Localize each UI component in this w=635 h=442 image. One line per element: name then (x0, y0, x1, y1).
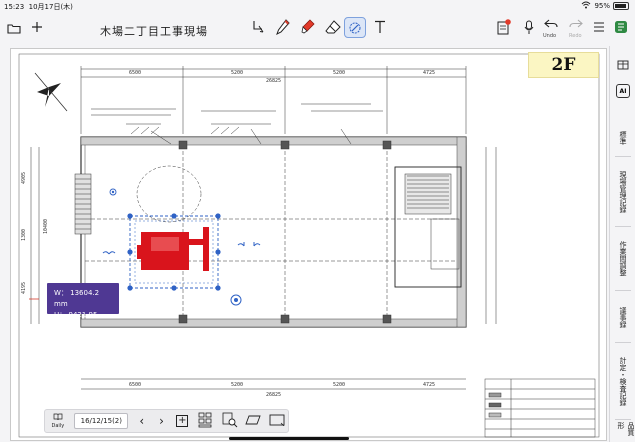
dim-text-top-total: 26825 (266, 78, 281, 84)
book-icon (53, 413, 63, 423)
attachment-alert-icon[interactable] (496, 18, 512, 36)
add-page-label: + (176, 415, 189, 427)
tab-inspection-records[interactable]: 計定・検査記録 (610, 346, 635, 416)
daily-button[interactable]: Daily (45, 410, 71, 432)
fit-page-button[interactable] (266, 410, 288, 432)
dim-text-top-4: 4725 (423, 70, 435, 76)
tab-quality-label: 品質形 (617, 422, 635, 436)
dim-text-bottom-2: 5200 (231, 382, 243, 388)
daily-label: Daily (51, 423, 65, 429)
lasso-select-icon[interactable] (250, 19, 266, 35)
sidebar-divider (615, 290, 631, 291)
redo-icon[interactable] (565, 17, 587, 31)
dim-text-left-1: 4905 (21, 172, 27, 184)
document-title: 木場二丁目工事現場 (100, 25, 208, 38)
floor-badge: 2F (528, 52, 599, 78)
status-time: 15:23 10月17日(木) (4, 3, 73, 11)
measure-tool-icon[interactable] (344, 17, 366, 38)
north-arrow-icon (34, 72, 68, 112)
prev-page-button[interactable]: ‹ (139, 414, 145, 428)
rectangle-icon (269, 414, 285, 428)
rotate-arrows-icon (102, 242, 261, 255)
undo-icon[interactable] (540, 17, 562, 31)
tab-site-records[interactable]: 現場管理記録 (610, 162, 635, 222)
target-marker-small-icon (109, 188, 117, 196)
app-switch-icon[interactable] (613, 20, 629, 34)
shape-tool-button[interactable] (241, 410, 267, 432)
sidebar-divider (615, 156, 631, 157)
measure-width: W： 13604.2 mm (54, 289, 100, 308)
red-annotation-shape (137, 227, 209, 271)
redo-label: Redo (569, 33, 582, 39)
microphone-icon[interactable] (522, 18, 536, 36)
dim-text-bottom-total: 26825 (266, 392, 281, 398)
sidebar-divider (615, 226, 631, 227)
tab-minutes-label: 議事録 (619, 306, 627, 328)
tab-standard-label: 標準 (619, 131, 627, 145)
date-selector[interactable]: 16/12/15(2) (71, 410, 132, 432)
dim-text-top-2: 5200 (231, 70, 243, 76)
page-search-button[interactable] (219, 410, 241, 432)
thumbnails-icon (198, 412, 214, 430)
selection-handles (127, 213, 221, 291)
page-nav-bar: Daily 16/12/15(2) ‹ › + (44, 409, 289, 433)
measurement-tooltip: W： 13604.2 mm H： 9421.95 mm (47, 283, 119, 330)
dim-text-bottom-4: 4725 (423, 382, 435, 388)
ai-button[interactable]: AI (616, 84, 630, 98)
dim-text-top-1: 6500 (129, 70, 141, 76)
tab-inspection-records-label: 計定・検査記録 (619, 356, 627, 406)
undo-label: Undo (543, 33, 557, 39)
eraser-tool-icon[interactable] (324, 19, 342, 35)
drawing-sheet[interactable]: 6500 5200 5200 4725 26825 6500 5200 5200… (10, 48, 607, 441)
dim-text-bottom-3: 5200 (333, 382, 345, 388)
sidebar-divider (615, 342, 631, 343)
tab-work-coordination[interactable]: 作業間調整 (610, 230, 635, 286)
add-page-button[interactable]: + (171, 410, 193, 432)
grid-view-icon[interactable] (616, 60, 630, 70)
measure-height: H： 9421.95 mm (54, 311, 98, 330)
add-icon[interactable] (30, 20, 44, 34)
menu-icon[interactable] (592, 21, 606, 33)
tab-minutes[interactable]: 議事録 (610, 296, 635, 338)
pen-tool-icon[interactable] (275, 18, 291, 36)
page-search-icon (222, 412, 238, 430)
status-bar: 15:23 10月17日(木) 95% (0, 0, 635, 12)
dim-text-left-2: 1300 (21, 229, 27, 241)
dim-text-top-3: 5200 (333, 70, 345, 76)
wifi-icon (581, 1, 591, 11)
ai-label: AI (619, 87, 627, 95)
tab-quality[interactable]: 品質形 (610, 422, 635, 442)
tab-standard[interactable]: 標準 (610, 124, 635, 152)
dim-text-left-total: 10400 (43, 219, 49, 234)
thumbnails-button[interactable] (193, 410, 219, 432)
selection-box[interactable] (127, 213, 221, 291)
parallelogram-icon (245, 414, 262, 428)
status-right: 95% (581, 1, 629, 11)
sidebar-divider (615, 419, 631, 420)
next-page-button[interactable]: › (159, 414, 164, 428)
tab-work-coordination-label: 作業間調整 (619, 240, 627, 276)
folder-icon[interactable] (6, 21, 22, 35)
main-toolbar: 木場二丁目工事現場 Undo Redo (0, 12, 635, 46)
tab-site-records-label: 現場管理記録 (619, 171, 627, 213)
floor-plan-drawing[interactable]: 6500 5200 5200 4725 26825 6500 5200 5200… (11, 49, 607, 441)
dim-text-bottom-1: 6500 (129, 382, 141, 388)
text-tool-icon[interactable] (372, 19, 388, 35)
dim-text-left-3: 4195 (21, 282, 27, 294)
date-chip: 16/12/15(2) (74, 413, 129, 429)
marker-tool-icon[interactable] (300, 18, 316, 36)
battery-icon (613, 2, 629, 10)
home-indicator (229, 437, 349, 440)
target-marker-icon (230, 294, 242, 306)
battery-percent: 95% (594, 2, 610, 10)
right-sidebar: AI 標準 現場管理記録 作業間調整 議事録 計定・検査記録 品質形 (609, 46, 635, 442)
